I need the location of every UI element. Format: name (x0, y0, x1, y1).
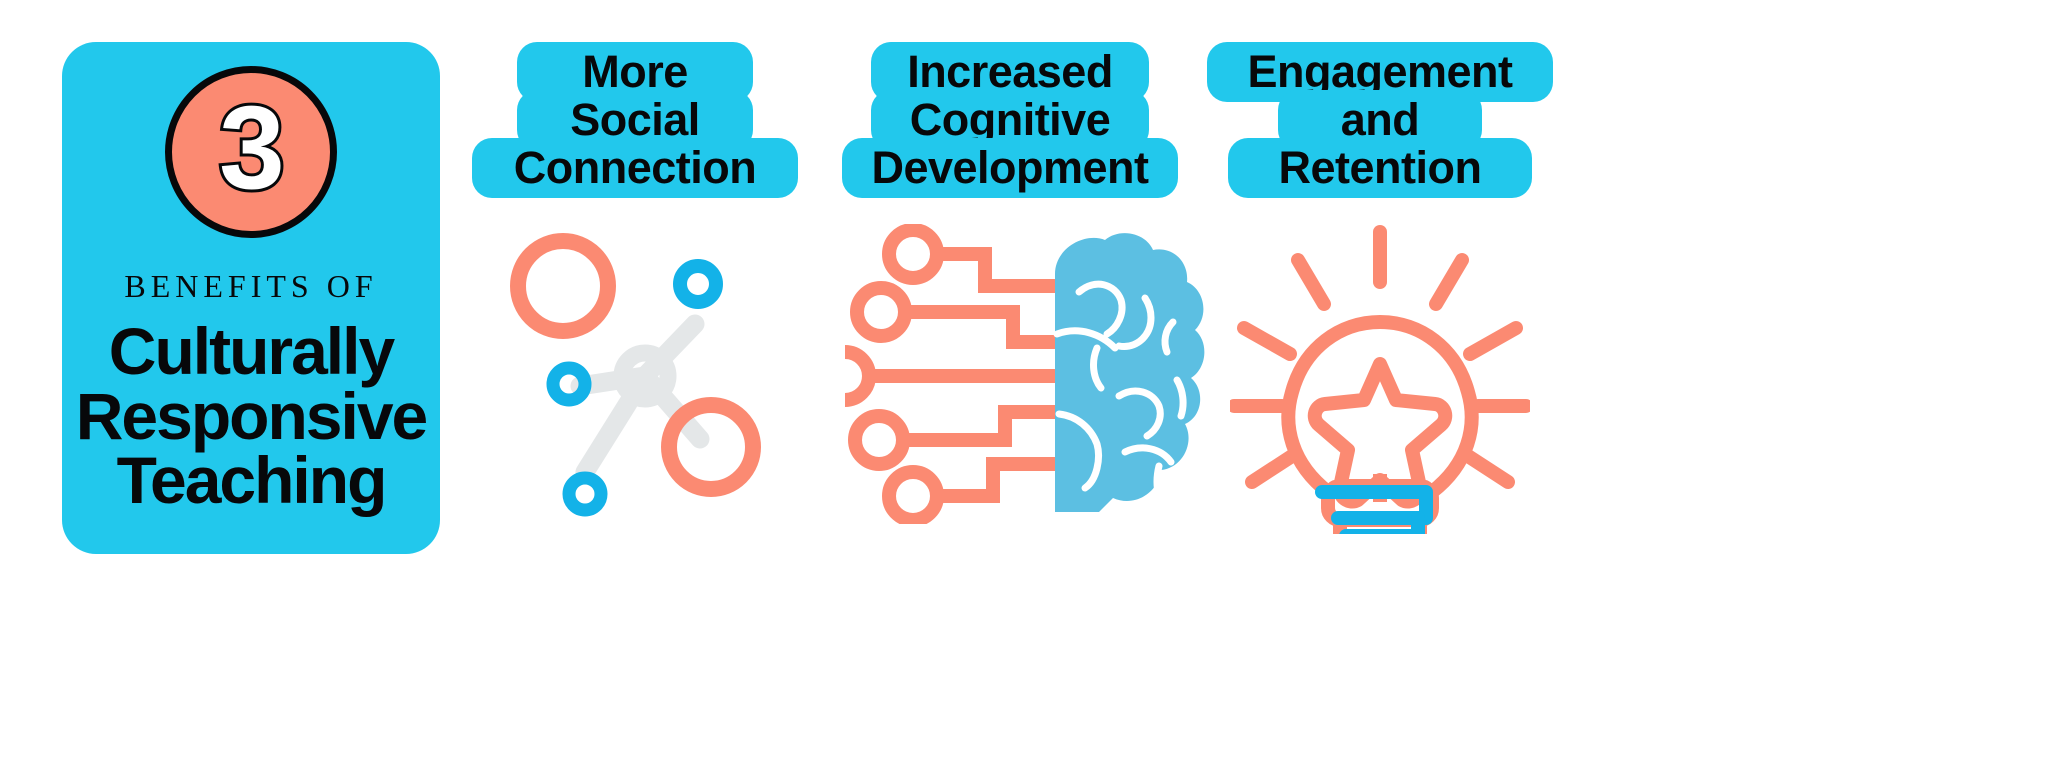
heading-line-3: Connection (472, 138, 798, 198)
number-badge: 3 (165, 66, 337, 238)
eyebrow-label: BENEFITS OF (124, 268, 378, 304)
benefit-count: 3 (216, 82, 288, 214)
benefit-heading-engagement-retention: Engagement and Retention (1207, 42, 1553, 198)
title-line-2: Responsive (75, 378, 428, 453)
title-line-3: Teaching (116, 443, 388, 518)
heading-line-3: Retention (1228, 138, 1532, 198)
title-card: 3 BENEFITS OF Culturally Responsive Teac… (62, 42, 440, 554)
benefit-card-social-connection: More Social Connection (470, 42, 800, 562)
page-title: Culturally Responsive Teaching (70, 314, 432, 518)
benefit-card-engagement-retention: Engagement and Retention (1207, 42, 1553, 562)
benefit-card-cognitive-development: Increased Cognitive Development (842, 42, 1205, 562)
benefit-heading-cognitive-development: Increased Cognitive Development (842, 42, 1178, 198)
benefit-heading-social-connection: More Social Connection (470, 42, 800, 198)
network-nodes-icon (470, 224, 800, 524)
lightbulb-star-icon (1215, 224, 1545, 534)
title-line-1: Culturally (108, 314, 395, 388)
heading-line-3: Development (842, 138, 1178, 198)
brain-circuit-icon (845, 224, 1205, 524)
